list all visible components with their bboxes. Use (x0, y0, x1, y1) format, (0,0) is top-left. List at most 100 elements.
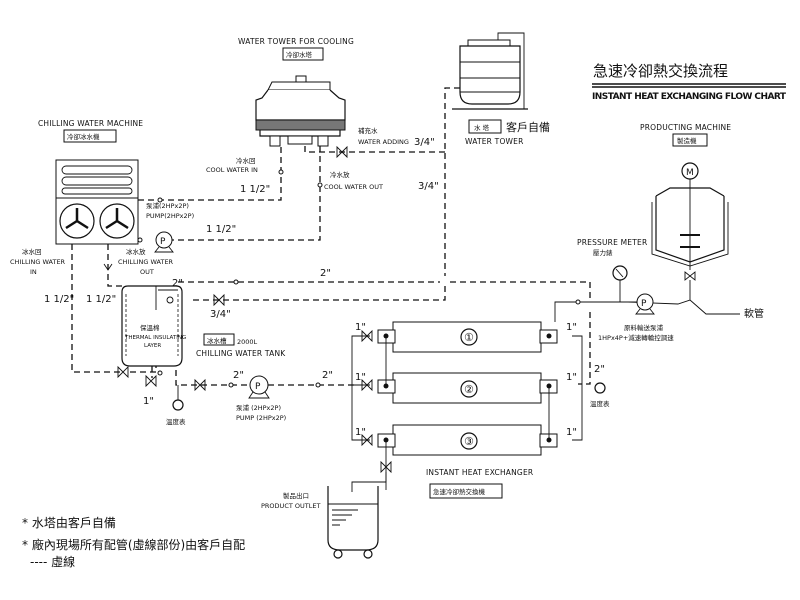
title-en: INSTANT HEAT EXCHANGING FLOW CHART (592, 92, 787, 102)
exchanger-1-label: ① (464, 331, 474, 344)
producing-machine-label-zh: 製造機 (677, 136, 697, 145)
feed-pump-spec: 1HPx4P+減速轉輪控調速 (598, 333, 674, 342)
water-tower-label-en: WATER TOWER (465, 137, 524, 146)
chiller-pump: P (154, 231, 174, 253)
svg-text:泵浦(2HPx2P): 泵浦(2HPx2P) (146, 201, 189, 210)
valve-icon (145, 374, 157, 388)
svg-text:3/4": 3/4" (418, 181, 439, 192)
svg-text:1": 1" (566, 322, 577, 333)
valve-icon (361, 329, 373, 343)
svg-text:1": 1" (355, 322, 366, 333)
valve-icon (194, 378, 206, 392)
fan-icon (59, 203, 95, 239)
feed-pump: P 原料輸送泵浦 1HPx4P+減速轉輪控調速 (598, 293, 674, 342)
note-2: * 廠內現場所有配管(虛線部份)由客戶自配 (22, 537, 245, 552)
pressure-meter: PRESSURE METER 壓力錶 (577, 238, 647, 302)
notes: * 水塔由客戶自備 * 廠內現場所有配管(虛線部份)由客戶自配 ---- 虛線 (22, 515, 245, 569)
svg-text:補充水: 補充水 (358, 126, 378, 135)
svg-text:P: P (255, 382, 261, 392)
tank-label-zh: 冰水槽 (207, 336, 227, 345)
svg-text:1": 1" (355, 372, 366, 383)
svg-text:CHILLING WATER: CHILLING WATER (10, 258, 66, 266)
svg-text:CHILLING WATER: CHILLING WATER (118, 258, 174, 266)
svg-text:冰水放: 冰水放 (126, 247, 146, 256)
producing-machine-label-en: PRODUCTING MACHINE (640, 123, 731, 132)
svg-text:1": 1" (566, 372, 577, 383)
svg-text:IN: IN (30, 268, 37, 276)
svg-text:1 1/2": 1 1/2" (240, 184, 270, 195)
svg-text:WATER ADDING: WATER ADDING (358, 138, 409, 146)
pump-icon (249, 375, 269, 395)
insulation-label-zh: 保溫棉 (140, 323, 160, 332)
svg-text:1 1/2": 1 1/2" (86, 294, 116, 305)
thermometer-label: 溫度表 (590, 399, 610, 408)
cooling-tower-label-zh: 冷卻水塔 (286, 50, 313, 59)
water-tower: 水 塔 客戶自備 WATER TOWER (452, 32, 550, 146)
svg-text:2": 2" (320, 268, 331, 279)
svg-text:泵浦 (2HPx2P): 泵浦 (2HPx2P) (236, 403, 281, 412)
heat-exchangers: ① ② ③ INSTANT HEAT EXCHANGER 急速冷卻熱交換機 (351, 321, 583, 499)
thermometer-icon (594, 382, 606, 394)
exchanger-3-label: ③ (464, 435, 474, 448)
product-outlet-label-en: PRODUCT OUTLET (261, 502, 320, 510)
valve-icon (213, 293, 225, 307)
svg-text:PUMP(2HPx2P): PUMP(2HPx2P) (146, 212, 194, 220)
svg-text:1": 1" (566, 427, 577, 438)
insulation-label-en: THERMAL INSULATING (124, 335, 186, 341)
tank-capacity: 2000L (237, 338, 258, 346)
chart-title: 急速冷卻熱交換流程 INSTANT HEAT EXCHANGING FLOW C… (592, 62, 787, 102)
feed-pump-label: 原料輸送泵浦 (624, 323, 664, 332)
valve-icon (117, 365, 129, 379)
heat-exchanger-1 (392, 321, 542, 353)
svg-text:冷水回: 冷水回 (236, 156, 256, 165)
chiller-label-en: CHILLING WATER MACHINE (38, 119, 143, 128)
svg-text:P: P (160, 237, 166, 247)
note-1: * 水塔由客戶自備 (22, 515, 116, 530)
flow-markers (103, 145, 348, 392)
note-3: ---- 虛線 (30, 554, 75, 569)
product-outlet-label-zh: 製品出口 (283, 491, 309, 500)
tank-label-en: CHILLING WATER TANK (196, 349, 286, 358)
valve-icon (380, 460, 392, 474)
heat-exchanger-2 (392, 372, 542, 404)
thermometer-icon (172, 399, 184, 411)
hose-label: 軟管 (744, 307, 764, 320)
water-tower-customer-note: 客戶自備 (506, 120, 550, 134)
svg-text:PUMP (2HPx2P): PUMP (2HPx2P) (236, 414, 286, 422)
svg-text:2": 2" (233, 370, 244, 381)
svg-text:2": 2" (594, 364, 605, 375)
valve-icon (361, 378, 373, 392)
product-outlet: 製品出口 PRODUCT OUTLET (261, 472, 387, 559)
svg-text:1 1/2": 1 1/2" (206, 224, 236, 235)
heat-exchanger-label-zh: 急速冷卻熱交換機 (433, 487, 486, 496)
pressure-meter-label-en: PRESSURE METER (577, 238, 647, 247)
svg-text:1": 1" (143, 396, 154, 407)
svg-text:1 1/2": 1 1/2" (44, 294, 74, 305)
chiller-label-zh: 冷卻冰水機 (67, 132, 100, 141)
thermometer: 溫度表 (590, 382, 610, 408)
svg-text:2": 2" (172, 278, 183, 289)
dashed-piping (71, 87, 591, 386)
heat-exchanger-label-en: INSTANT HEAT EXCHANGER (426, 468, 533, 477)
cooling-tower-label-en: WATER TOWER FOR COOLING (238, 37, 354, 46)
tank-pump: P (248, 375, 270, 399)
svg-text:冰水回: 冰水回 (22, 247, 42, 256)
valve-icon (361, 433, 373, 447)
svg-text:冷水放: 冷水放 (330, 170, 350, 179)
valve-icon (684, 271, 696, 281)
thermometer: 溫度表 (166, 385, 186, 426)
svg-text:COOL WATER OUT: COOL WATER OUT (324, 183, 383, 191)
svg-text:OUT: OUT (140, 268, 154, 276)
svg-text:1": 1" (355, 427, 366, 438)
svg-text:3/4": 3/4" (414, 137, 435, 148)
svg-text:LAYER: LAYER (144, 343, 161, 349)
chilling-water-machine: CHILLING WATER MACHINE 冷卻冰水機 (38, 119, 143, 245)
motor-symbol: M (686, 168, 694, 178)
pressure-meter-label-zh: 壓力錶 (593, 248, 613, 257)
pump-icon (155, 231, 173, 249)
exchanger-2-label: ② (464, 383, 474, 396)
thermometer-label: 溫度表 (166, 417, 186, 426)
svg-text:P: P (641, 299, 647, 309)
water-tower-label-zh: 水 塔 (474, 123, 490, 132)
